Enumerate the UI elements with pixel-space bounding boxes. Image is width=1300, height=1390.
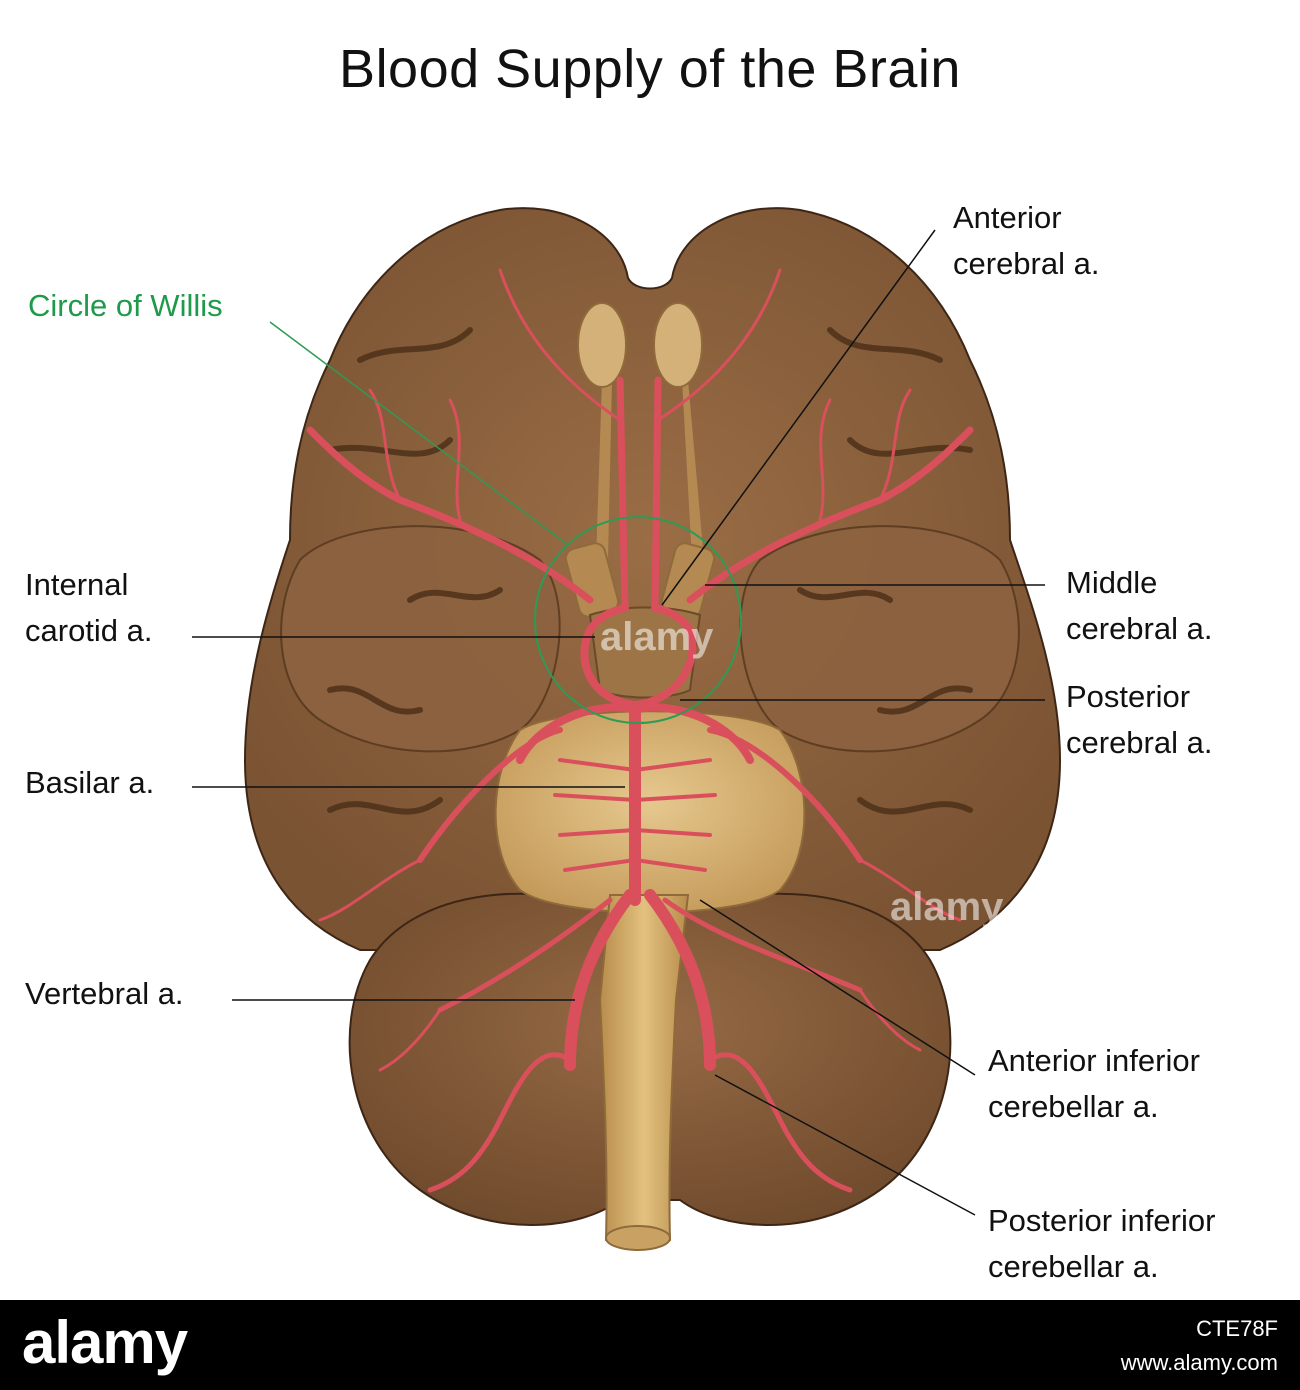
label-middle-cerebral: Middle cerebral a. [1066,560,1212,652]
medulla-cut [605,1225,671,1251]
label-line: cerebral a. [1066,611,1213,646]
label-circle-of-willis-text: Circle of Willis [28,288,223,323]
image-id: CTE78F [1196,1316,1278,1341]
watermark-center: alamy [600,615,714,659]
alamy-logo: alamy [22,1309,188,1376]
label-line: cerebellar a. [988,1089,1159,1124]
optic-structures [564,542,716,699]
diagram-title: Blood Supply of the Brain [339,39,961,99]
footer-url: www.alamy.com [1120,1350,1278,1375]
label-line: carotid a. [25,613,153,648]
label-line: cerebral a. [1066,725,1213,760]
label-internal-carotid: Internal carotid a. [25,562,153,654]
label-anterior-cerebral: Anterior cerebral a. [953,195,1099,287]
label-line: Basilar a. [25,765,155,800]
label-circle-of-willis: Circle of Willis [28,283,223,329]
olfactory-tracts [577,302,704,560]
label-line: Posterior [1066,679,1191,714]
label-line: Middle [1066,565,1158,600]
right-temporal-lobe [739,525,1020,753]
label-posterior-inferior-cerebellar: Posterior inferior cerebellar a. [988,1198,1215,1290]
pons [494,710,806,914]
label-line: Internal [25,567,129,602]
brain-illustration: alamy alamy [192,207,1062,1251]
footer-bar: alamy CTE78F www.alamy.com [0,1300,1300,1390]
label-line: Anterior inferior [988,1043,1200,1078]
label-anterior-inferior-cerebellar: Anterior inferior cerebellar a. [988,1038,1200,1130]
circle-of-willis-highlight [534,516,742,724]
label-basilar: Basilar a. [25,760,154,806]
sulci [327,327,973,815]
label-line: Vertebral a. [25,976,184,1011]
label-vertebral: Vertebral a. [25,971,184,1017]
label-line: cerebral a. [953,246,1100,281]
label-line: Posterior inferior [988,1203,1216,1238]
label-line: Anterior [953,200,1062,235]
label-posterior-cerebral: Posterior cerebral a. [1066,674,1212,766]
label-line: cerebellar a. [988,1249,1159,1284]
leader-lines [192,229,1045,1216]
watermark-right: alamy [890,885,1004,929]
left-temporal-lobe [280,525,561,753]
